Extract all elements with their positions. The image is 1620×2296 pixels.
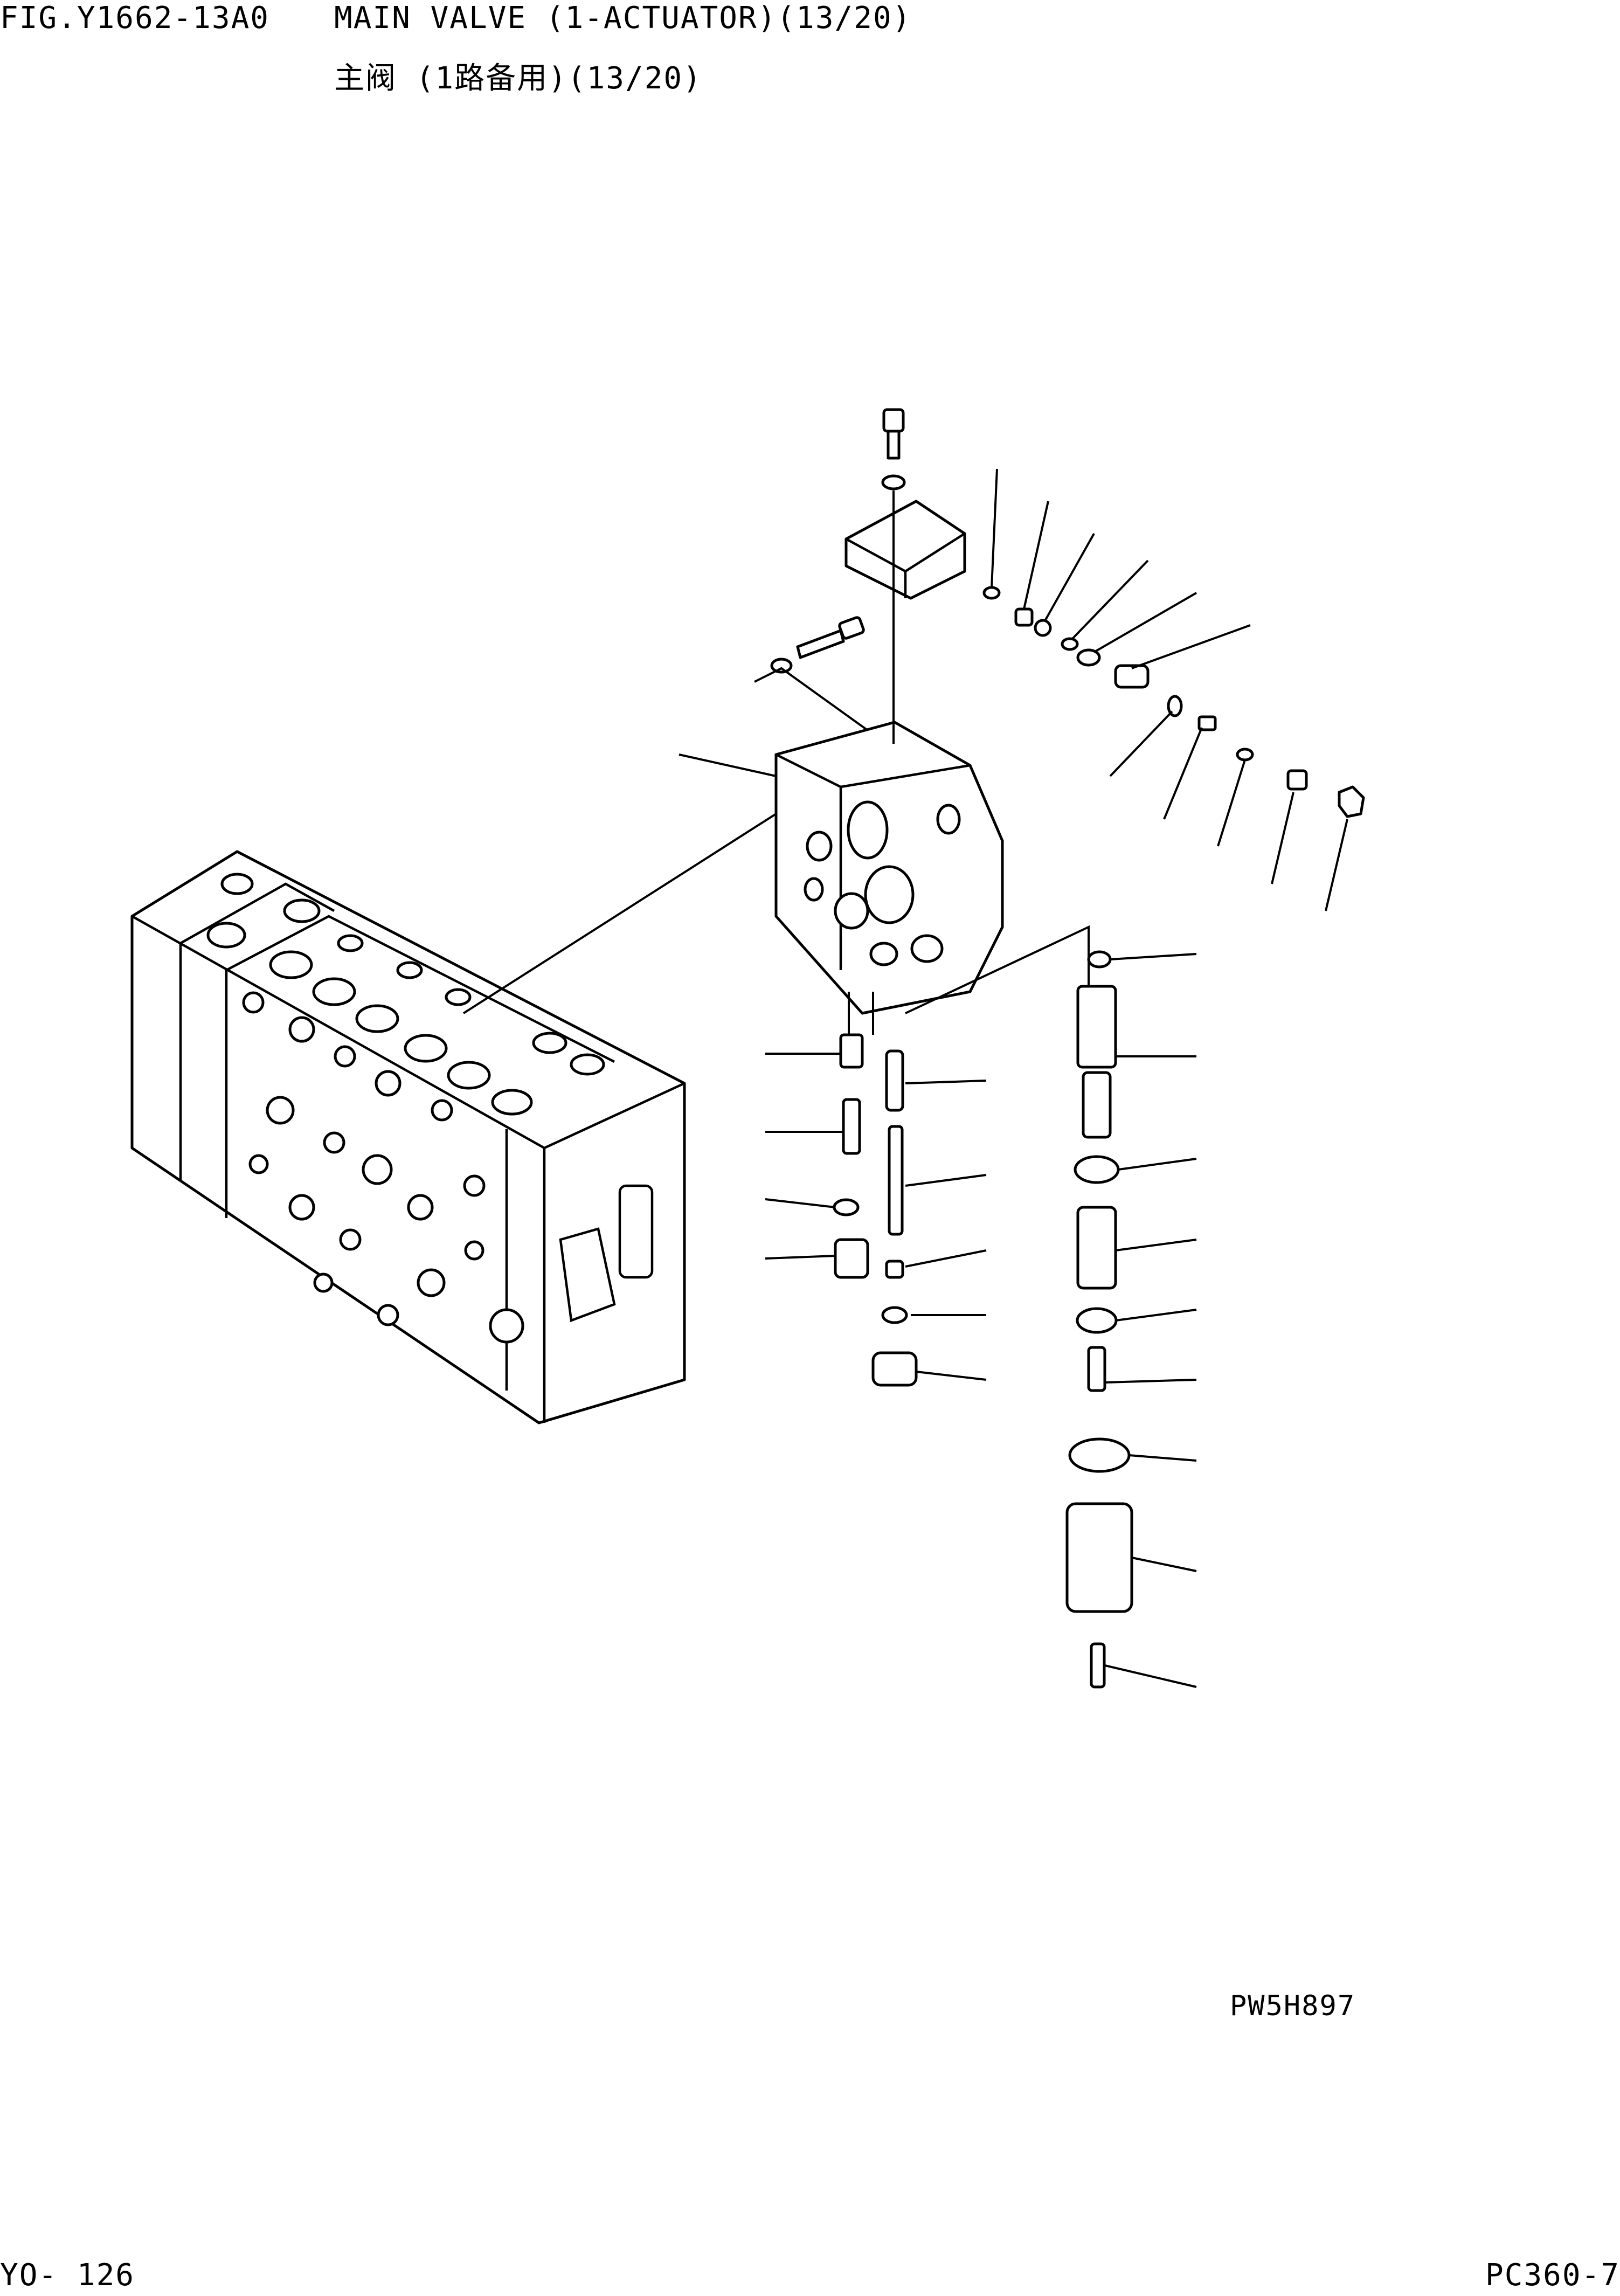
drawing-code: PW5H897 — [1230, 1990, 1356, 2022]
right-small-parts — [982, 586, 1365, 818]
top-bolt — [881, 408, 906, 490]
long-bolt — [770, 616, 865, 674]
figure-code: FIG.Y1662-13A0 — [0, 1, 270, 36]
figure-title-chinese: 主阀 (1路备用)(13/20) — [334, 61, 702, 96]
main-valve-block — [130, 850, 686, 1424]
bolt-leader — [754, 667, 869, 731]
callout-leaders — [679, 468, 1348, 1688]
assembly-leader — [462, 813, 777, 1014]
top-cover-block — [844, 500, 966, 600]
model-code: PC360-7 — [1485, 2258, 1620, 2293]
right-column-parts — [905, 925, 1133, 1689]
figure-title-english: MAIN VALVE (1-ACTUATOR)(13/20) — [334, 1, 912, 36]
page-number: YO- 126 — [0, 2258, 135, 2293]
valve-ports — [206, 873, 605, 1326]
left-column-parts — [833, 992, 918, 1387]
valve-section-body — [774, 721, 1004, 1015]
